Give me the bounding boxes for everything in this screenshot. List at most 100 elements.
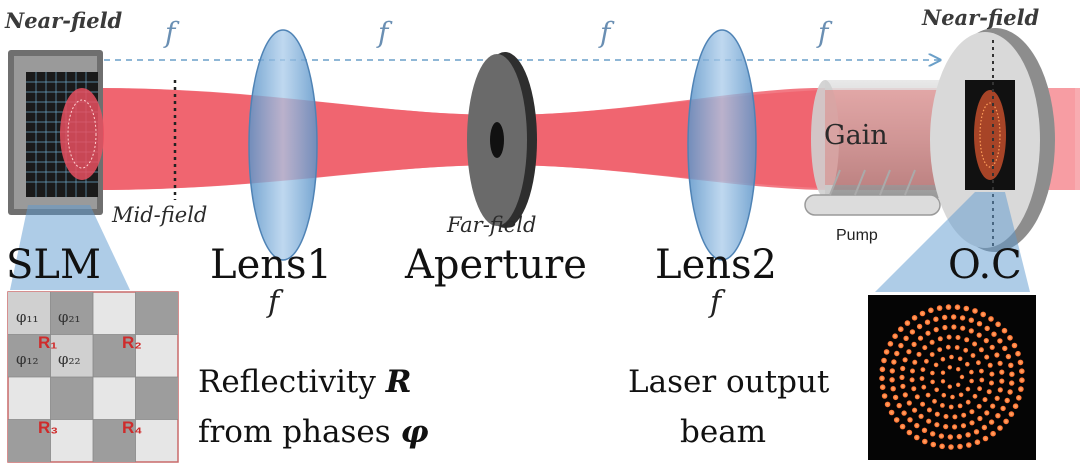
- beam-spot: [1019, 368, 1025, 375]
- focal-label-4: f: [816, 16, 833, 49]
- beam-spot: [1017, 359, 1024, 366]
- beam-spot: [921, 384, 927, 390]
- beam-spot: [997, 338, 1003, 344]
- beam-spot: [898, 326, 904, 333]
- beam-spot: [924, 358, 929, 364]
- beam-spot: [986, 389, 992, 395]
- beam-spot: [1001, 327, 1008, 334]
- reflectivity-caption-line2: from phases φ: [198, 414, 429, 450]
- beam-spot: [879, 375, 885, 382]
- near-field-left-label: Near-field: [4, 8, 123, 33]
- beam-spot: [991, 331, 997, 337]
- beam-spot: [930, 431, 936, 437]
- beam-spot: [930, 370, 935, 376]
- beam-spot: [901, 410, 907, 416]
- beam-spot: [943, 424, 949, 430]
- beam-spot: [947, 384, 952, 389]
- beam-spot: [982, 435, 989, 442]
- beam-spot: [902, 357, 908, 363]
- beam-spot: [994, 352, 1000, 358]
- lens2-focal-label: f: [708, 285, 726, 320]
- phase-cell-21: φ₂₁: [58, 308, 81, 326]
- beam-spot: [997, 387, 1003, 393]
- beam-spot: [917, 335, 924, 341]
- beam-spot: [969, 378, 974, 384]
- beam-spot: [881, 393, 888, 399]
- beam-spot: [933, 316, 939, 322]
- beam-spot: [919, 376, 925, 381]
- beam-spot: [984, 325, 990, 332]
- beam-spot: [989, 371, 995, 377]
- oc-label: O.C: [948, 242, 1022, 288]
- beam-spot: [979, 368, 984, 374]
- beam-spot: [964, 337, 970, 343]
- beam-spot: [1003, 418, 1009, 425]
- beam-spot: [999, 369, 1005, 375]
- beam-spot: [946, 334, 952, 340]
- beam-spot: [957, 443, 963, 450]
- beam-spot: [976, 321, 983, 327]
- beam-spot: [922, 345, 928, 351]
- slm-phase-grid: φ₁₁ φ₂₁ φ₁₂ φ₂₂ R₁ R₂ R₃ R₄: [7, 291, 179, 463]
- beam-spot: [889, 377, 895, 383]
- beam-spot: [988, 316, 994, 322]
- aperture-label: Aperture: [404, 242, 587, 288]
- beam-spot: [940, 379, 946, 384]
- beam-spot: [892, 333, 898, 340]
- beam-spot: [995, 413, 1001, 419]
- beam-spot: [990, 403, 996, 409]
- beam-spot: [892, 394, 899, 401]
- beam-spot: [979, 377, 985, 383]
- beam-spot: [987, 362, 993, 368]
- beam-spot: [969, 369, 974, 375]
- beam-spot: [922, 438, 928, 445]
- beam-spot: [966, 442, 972, 448]
- beam-spot: [896, 402, 902, 409]
- beam-spot: [911, 315, 918, 321]
- beam-spot: [976, 403, 982, 409]
- beam-spot: [984, 354, 990, 360]
- beam-spot: [973, 429, 980, 435]
- beam-spot: [906, 349, 912, 355]
- beam-spot: [920, 367, 926, 372]
- beam-spot: [982, 397, 988, 403]
- beam-spot: [988, 419, 995, 425]
- beam-spot: [954, 304, 961, 311]
- beam-spot: [945, 304, 952, 310]
- beam-spot: [1008, 362, 1014, 368]
- focal-label-1: f: [163, 16, 180, 49]
- beam-spot: [893, 417, 900, 423]
- beam-spot: [933, 362, 939, 368]
- beam-spot: [925, 392, 931, 398]
- beam-spot: [900, 383, 906, 389]
- beam-spot: [1015, 350, 1021, 357]
- beam-spot: [940, 356, 946, 362]
- beam-spot: [920, 401, 926, 407]
- beam-spot: [890, 386, 896, 392]
- beam-spot: [956, 367, 961, 372]
- beam-spot: [995, 321, 1001, 328]
- oc-callout: [875, 192, 1030, 292]
- beam-spot: [968, 328, 974, 334]
- beam-spot: [926, 407, 932, 413]
- beam-spot: [959, 315, 966, 321]
- beam-spot: [918, 413, 924, 419]
- beam-spot: [954, 345, 960, 350]
- beam-spot: [912, 407, 918, 413]
- beam-spot: [914, 422, 920, 429]
- beam-spot: [1018, 386, 1024, 392]
- beam-spot: [894, 350, 900, 357]
- beam-spot: [942, 324, 948, 331]
- beam-spot: [937, 347, 943, 352]
- region-r1: R₁: [38, 333, 57, 352]
- beam-spot: [1000, 405, 1006, 412]
- slm-callout: [10, 205, 130, 290]
- beam-spot: [965, 361, 970, 367]
- beam-spot: [997, 425, 1003, 431]
- beam-spot: [928, 307, 934, 314]
- lens2-label: Lens2: [655, 242, 777, 288]
- beam-spot: [914, 434, 920, 441]
- beam-spot: [950, 394, 955, 400]
- beam-spot: [1005, 353, 1012, 360]
